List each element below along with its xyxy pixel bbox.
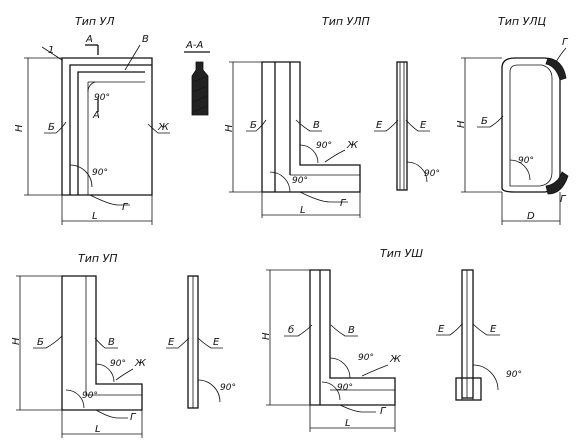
label-v-ul: В <box>142 34 149 45</box>
panel-type-ul: Тип УЛ Н 90° А А 1 В Б Ж 90° <box>14 15 170 225</box>
label-b-up: Б <box>37 337 44 348</box>
panel-type-ulc: Тип УЛЦ Н Г Б 90° Г D <box>456 15 569 225</box>
label-b-ul: Б <box>48 122 55 133</box>
dim-h-ush: Н <box>261 332 272 340</box>
label-v-ush: В <box>348 325 355 336</box>
label-g-ulc-top: Г <box>562 37 569 48</box>
dim-l-ush: L <box>345 418 351 429</box>
angle-ulp-1: 90° <box>316 141 332 151</box>
profile-ulp: Е Е 90° <box>374 61 440 191</box>
label-b-ulc: Б <box>481 116 488 127</box>
dim-h-ulp: Н <box>224 124 235 132</box>
dim-h-up: Н <box>11 337 22 345</box>
title-ulc: Тип УЛЦ <box>498 15 547 28</box>
dim-h-ul: Н <box>14 124 25 132</box>
label-g-ulp: Г <box>340 198 347 209</box>
angle-up-2: 90° <box>82 391 98 401</box>
title-ul: Тип УЛ <box>75 15 115 28</box>
panel-type-ush: Тип УШ Н б В 90° Ж 90° Г L <box>261 247 423 432</box>
angle-ush-1: 90° <box>358 353 374 363</box>
section-a-a: А-А <box>184 40 210 116</box>
title-up: Тип УП <box>78 252 118 265</box>
panel-type-up: Тип УП Н Б В 90° Ж 90° Г L <box>11 252 147 438</box>
profile-ush: Е Е 90° <box>436 269 522 401</box>
angle-ulc: 90° <box>518 156 534 166</box>
label-g-up: Г <box>130 412 137 423</box>
title-ulp: Тип УЛП <box>322 15 370 28</box>
panel-type-ulp: Тип УЛП Н Б В 90° Ж 90° Г L <box>224 15 370 218</box>
label-zh-ulp: Ж <box>346 140 359 151</box>
label-v-ulp: В <box>313 120 320 131</box>
angle-ul-2: 90° <box>92 168 108 178</box>
angle-profile-up: 90° <box>220 383 236 393</box>
angle-profile-ulp: 90° <box>424 169 440 179</box>
label-b-lower-ush: б <box>288 324 294 336</box>
label-zh-ul: Ж <box>157 122 170 133</box>
label-g-ush: Г <box>380 406 387 417</box>
label-zh-up: Ж <box>134 358 147 369</box>
label-zh-ush: Ж <box>389 354 402 365</box>
profile-up: Е Е 90° <box>166 275 236 409</box>
label-g-ulc-bottom: Г <box>560 194 567 205</box>
dim-l-ulp: L <box>300 205 306 216</box>
label-e-ulp-right: Е <box>420 120 427 131</box>
dim-l-up: L <box>95 424 101 435</box>
angle-profile-ush: 90° <box>506 370 522 380</box>
title-ush: Тип УШ <box>380 247 423 260</box>
label-v-up: В <box>108 337 115 348</box>
label-e-ush-right: Е <box>490 324 497 335</box>
label-e-up-left: Е <box>168 337 175 348</box>
angle-ul-1: 90° <box>94 93 110 103</box>
section-mark-a-top: А <box>85 34 93 45</box>
dim-d-ulc: D <box>527 211 535 222</box>
angle-ulp-2: 90° <box>292 176 308 186</box>
title-section: А-А <box>185 40 203 51</box>
dim-h-ulc: Н <box>456 120 467 128</box>
label-b-ulp: Б <box>250 120 257 131</box>
angle-ush-2: 90° <box>337 383 353 393</box>
label-e-ulp-left: Е <box>376 120 383 131</box>
angle-up-1: 90° <box>110 359 126 369</box>
label-e-up-right: Е <box>213 337 220 348</box>
label-e-ush-left: Е <box>438 324 445 335</box>
dim-l-ul: L <box>92 211 98 222</box>
section-mark-a-bottom: А <box>92 110 100 121</box>
label-g-ul: Г <box>122 202 129 213</box>
label-1-ul: 1 <box>48 45 54 56</box>
